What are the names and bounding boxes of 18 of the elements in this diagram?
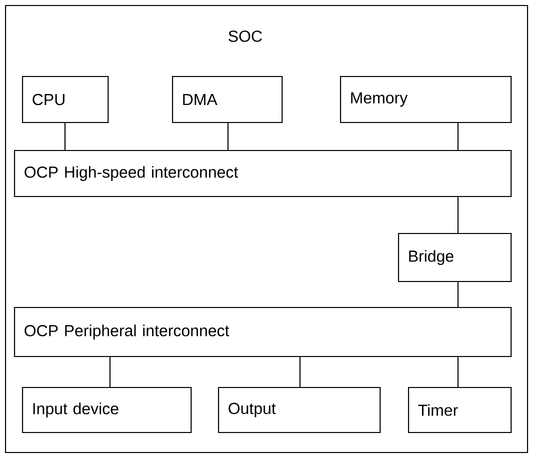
block-box: OCP High-speed interconnect — [14, 150, 512, 198]
connector-line — [64, 123, 66, 150]
block-box: Input device — [22, 386, 192, 434]
connector-line — [457, 357, 459, 387]
block-box: Output — [218, 386, 381, 434]
block-box: Timer — [408, 386, 512, 434]
block-box: DMA — [172, 76, 283, 124]
title: SOC — [228, 30, 262, 42]
connector-line — [457, 123, 459, 150]
connector-line — [457, 282, 459, 307]
block-box: Bridge — [398, 233, 512, 282]
connector-line — [299, 357, 301, 387]
block-box: CPU — [22, 76, 109, 124]
connector-line — [227, 123, 229, 150]
connector-line — [457, 197, 459, 233]
block-box: OCP Peripheral interconnect — [14, 307, 512, 358]
connector-line — [109, 357, 111, 387]
block-box: Memory — [340, 76, 512, 124]
